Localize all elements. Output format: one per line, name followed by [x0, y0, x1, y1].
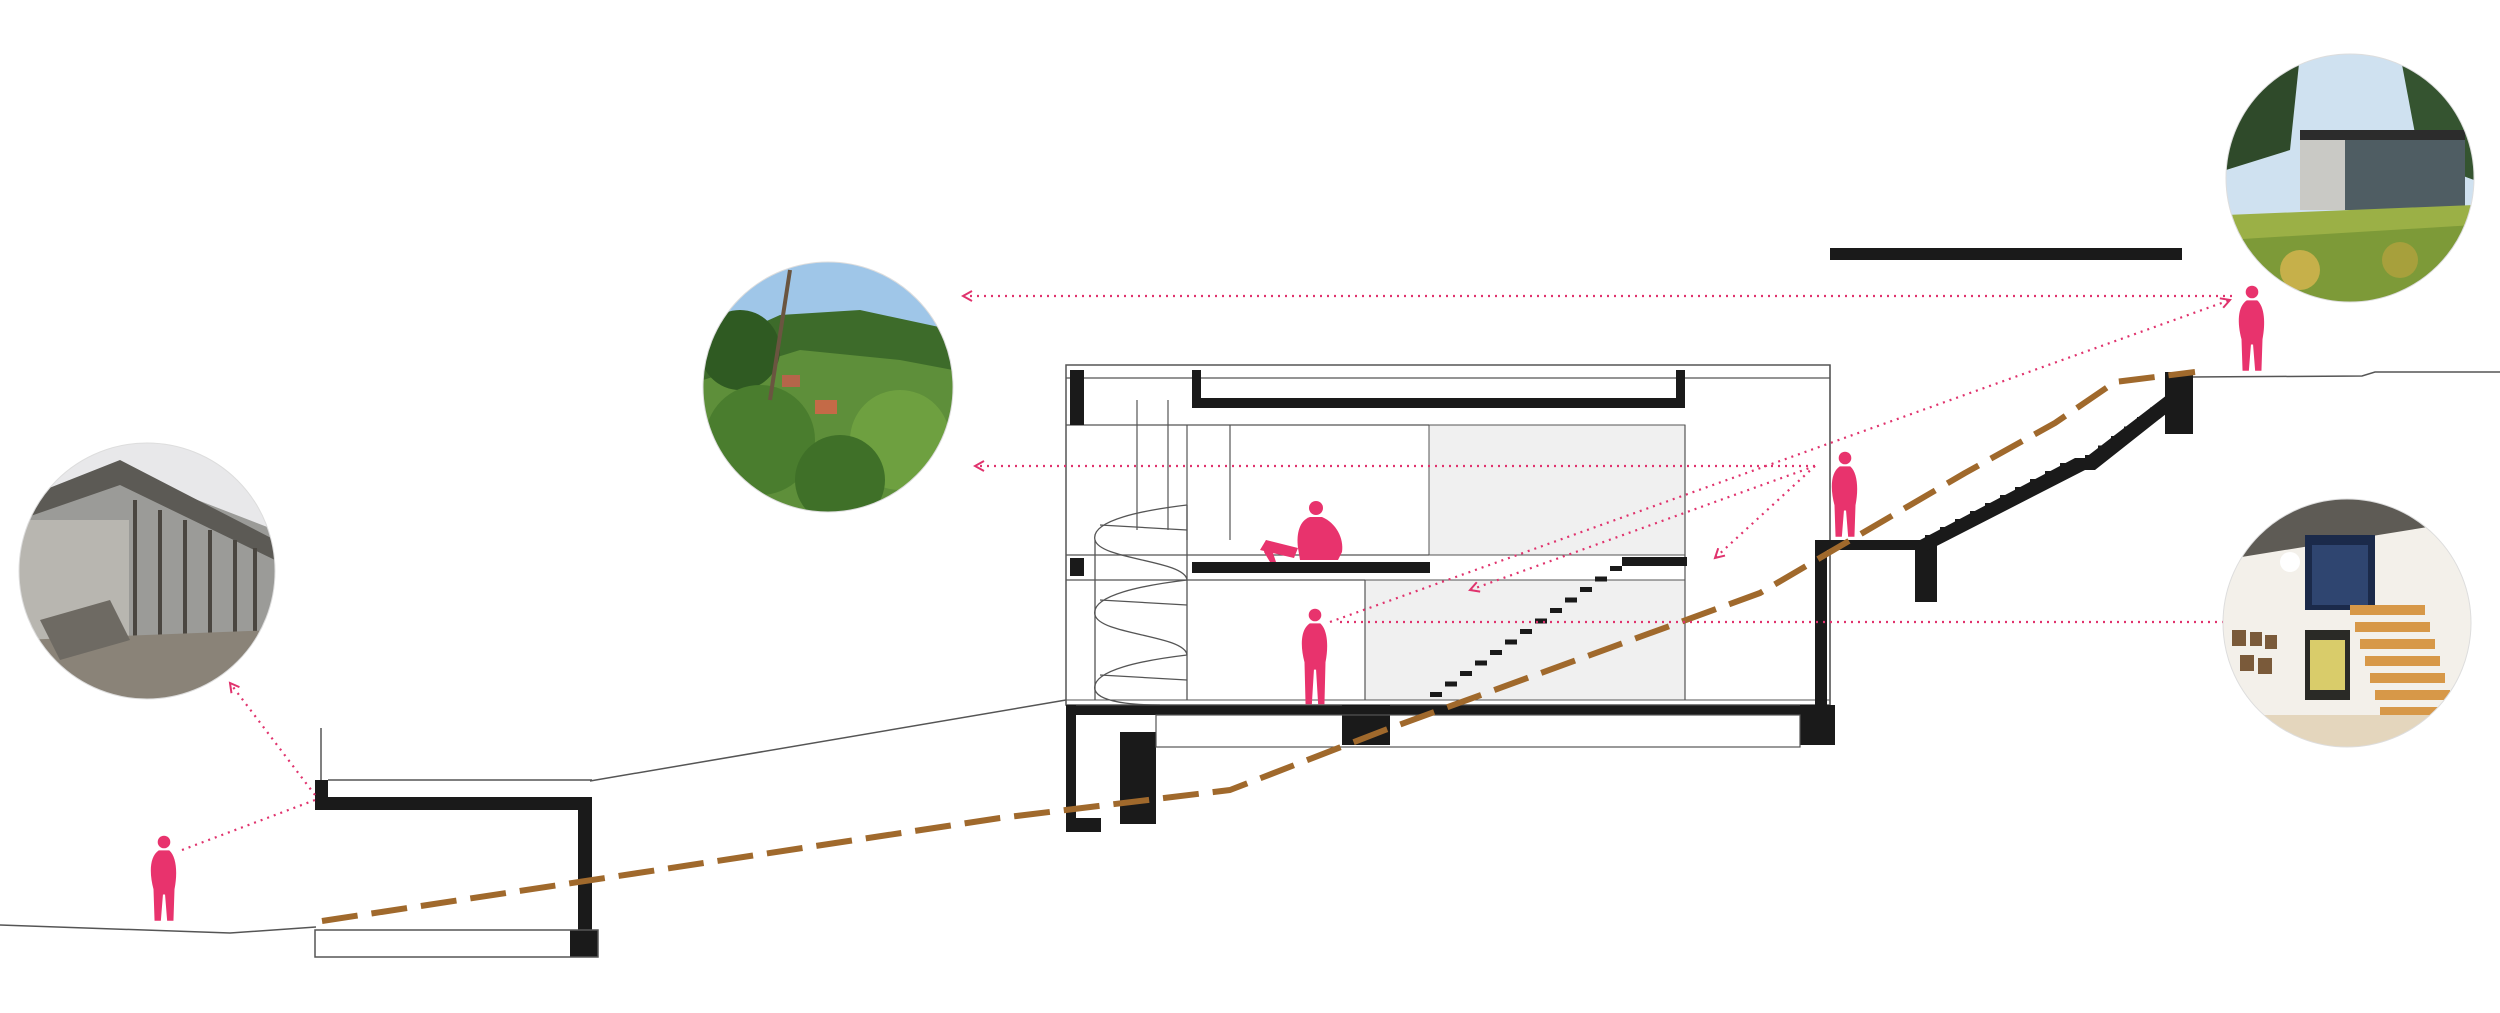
exterior-stair-tread	[2000, 495, 2014, 500]
exterior-stair-tread	[2015, 487, 2029, 492]
lower-base	[314, 929, 599, 958]
left-wall-lower	[1070, 558, 1084, 576]
upper-terrace-slab	[1815, 540, 1920, 550]
ground-floor-slab	[1066, 705, 1830, 715]
forest-view-photo	[703, 262, 953, 512]
person-standing-lower-terrace	[150, 835, 177, 921]
exterior-stair-tread	[1970, 511, 1984, 516]
sightline-lower-to-wall	[181, 798, 316, 852]
natural-slope-line	[321, 369, 2196, 924]
exterior-stair-tread	[2098, 445, 2112, 451]
upper-retaining-wall	[1815, 540, 1827, 705]
lower-terrace	[314, 779, 599, 958]
exterior-stair-tread	[2111, 436, 2125, 441]
forest-view-photo-frame	[702, 261, 954, 513]
lower-footing	[570, 930, 598, 957]
room-upper-right	[1428, 424, 1686, 556]
human-figures	[150, 285, 2265, 921]
exterior-stair	[1920, 385, 2190, 552]
interior-stair-tread	[1595, 576, 1607, 582]
interior-stair-photo	[2223, 499, 2471, 747]
lower-slab-end	[315, 780, 328, 810]
roof-cantilever	[1830, 248, 2182, 260]
sightline-wall-to-construction	[230, 683, 316, 796]
roof-upstand-right	[1676, 370, 1685, 408]
interior-stair-tread	[1430, 692, 1442, 697]
interior-stair-tread	[1445, 681, 1457, 687]
interior-stair-tread	[1505, 639, 1517, 645]
mezzanine-slab	[1192, 562, 1430, 573]
foundation-wall-left	[1066, 705, 1076, 825]
interior-stair-tread	[1490, 650, 1502, 655]
foundation-toe	[1066, 818, 1101, 832]
green-roof-photo	[2226, 54, 2474, 302]
ground-left	[0, 924, 317, 934]
interior-stair-tread	[1550, 608, 1562, 613]
exterior-stair-tread	[1940, 527, 1954, 532]
ground-right	[2189, 371, 2500, 378]
interior-stair-tread	[1610, 566, 1622, 571]
upper-terrace-pier	[1915, 540, 1937, 602]
exterior-stair-tread	[1925, 535, 1939, 540]
main-building	[1065, 248, 2182, 832]
ground-mid	[589, 699, 1067, 782]
exterior-stair-tread	[2124, 426, 2138, 432]
person-standing-upper-terrace	[1831, 451, 1858, 537]
exterior-stair-tread	[2150, 407, 2164, 413]
left-wall-upper	[1070, 370, 1084, 425]
lower-wall	[578, 797, 592, 957]
sightlines	[181, 296, 2232, 852]
foundation-pier	[1120, 732, 1156, 824]
exterior-stair-tread	[2085, 455, 2099, 460]
roof-upstand-left	[1192, 370, 1201, 408]
exterior-stair-tread	[2060, 463, 2074, 468]
beam-right	[1800, 705, 1835, 745]
interior-stair-tread	[1580, 587, 1592, 592]
construction-photo-frame	[18, 442, 276, 700]
interior-stair-tread	[1475, 660, 1487, 666]
roof-slab	[1192, 398, 1685, 408]
exterior-stair-tread	[2045, 471, 2059, 476]
green-roof-photo-frame	[2225, 53, 2475, 303]
sightline-interior-to-roof	[1329, 300, 2230, 624]
landing-slab	[1622, 557, 1687, 566]
sightline-terrace-to-interior	[1715, 465, 1816, 558]
spiral-stair	[1094, 504, 1188, 706]
interior-stair	[1430, 566, 1622, 697]
exterior-stair-tread	[2137, 417, 2151, 422]
exterior-stair-stringer	[1920, 385, 2190, 552]
interior-stair-tread	[1565, 597, 1577, 603]
interior-stair-tread	[1535, 618, 1547, 624]
lower-slab	[315, 797, 592, 810]
person-standing-roof-level	[2238, 285, 2265, 371]
interior-stair-tread	[1520, 629, 1532, 634]
ground-lines	[0, 371, 2500, 934]
sightline-terrace-to-stair	[1470, 464, 1816, 590]
top-pier	[2165, 372, 2193, 434]
exterior-stair-tread	[2030, 479, 2044, 484]
crawl-space	[1155, 714, 1801, 748]
exterior-stair-tread	[1985, 503, 1999, 508]
person-sitting-mezzanine	[1260, 501, 1343, 562]
construction-photo	[19, 443, 275, 699]
exterior-stair-tread	[1955, 519, 1969, 524]
upper-terrace	[1815, 372, 2193, 705]
interior-stair-photo-frame	[2222, 498, 2472, 748]
person-standing-interior	[1301, 608, 1328, 705]
interior-stair-tread	[1460, 671, 1472, 676]
